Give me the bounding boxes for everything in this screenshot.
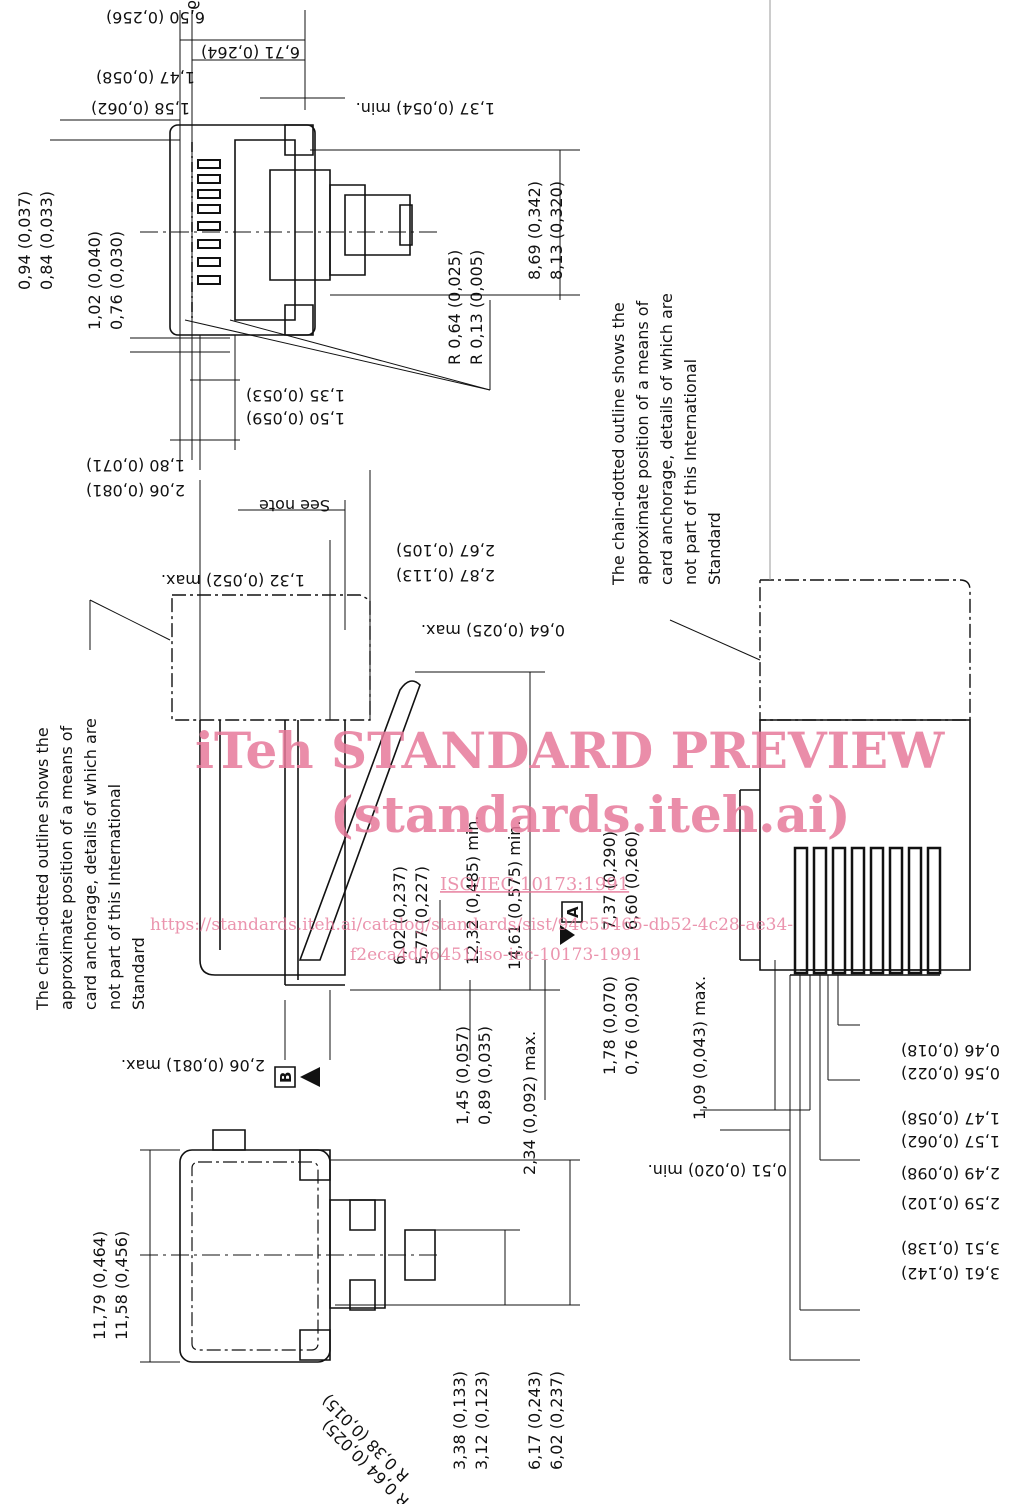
svg-text:Standard: Standard	[705, 512, 724, 585]
dim-157: 1,57 (0,062)	[901, 1132, 1000, 1151]
dim-076b: 0,76 (0,030)	[622, 976, 641, 1075]
dim-602b: 6,02 (0,237)	[547, 1371, 566, 1470]
dim-361: 3,61 (0,142)	[901, 1264, 1000, 1283]
dim-267: 2,67 (0,105)	[396, 541, 495, 560]
dim-084: 0,84 (0,033)	[37, 191, 56, 290]
dim-145: 1,45 (0,057)	[453, 1026, 472, 1125]
dim-056: 0,56 (0,022)	[901, 1064, 1000, 1083]
dim-869: 8,69 (0,342)	[525, 181, 544, 280]
dim-813: 8,13 (0,320)	[547, 181, 566, 280]
dim-602: 6,02 (0,237)	[390, 866, 409, 965]
dim-094: 0,94 (0,037)	[15, 191, 34, 290]
dim-577: 5,77 (0,227)	[412, 866, 431, 965]
watermark: iTeh STANDARD PREVIEW (standards.iteh.ai…	[150, 721, 945, 965]
svg-text:iTeh STANDARD PREVIEW: iTeh STANDARD PREVIEW	[195, 721, 945, 780]
svg-text:f2eca4d06451/iso-iec-10173-199: f2eca4d06451/iso-iec-10173-1991	[350, 945, 642, 965]
dim-064max: 0,64 (0,025) max.	[421, 621, 565, 640]
dim-249: 2,49 (0,098)	[901, 1164, 1000, 1183]
svg-text:Standard: Standard	[129, 937, 148, 1010]
svg-text:B: B	[277, 1072, 295, 1083]
dim-650-upside: 6,50 (0,256)	[106, 8, 205, 27]
dim-137: 1,37 (0,054) min.	[356, 99, 495, 118]
dim-287: 2,87 (0,113)	[396, 566, 495, 585]
dim-051: 0,51 (0,020) min.	[648, 1161, 787, 1180]
dim-1179: 11,79 (0,464)	[90, 1231, 109, 1340]
dim-109: 1,09 (0,043) max.	[690, 976, 709, 1120]
dim-351: 3,51 (0,138)	[901, 1239, 1000, 1258]
datum-b-marker: B	[275, 1067, 320, 1087]
svg-text:card anchorage, details of whi: card anchorage, details of which are	[81, 718, 100, 1010]
svg-text:card anchorage, details of whi: card anchorage, details of which are	[657, 293, 676, 585]
svg-text:A: A	[564, 906, 582, 918]
dim-671: 6,71 (0,264)	[201, 43, 300, 62]
dim-206max: 2,06 (0,081) max.	[121, 1056, 265, 1075]
svg-text:not part of this International: not part of this International	[105, 784, 124, 1010]
dim-147: 1,47 (0,058)	[901, 1109, 1000, 1128]
dim-158: 1,58 (0,062)	[91, 99, 190, 118]
svg-text:not part of this International: not part of this International	[681, 359, 700, 585]
svg-text:approximate position of a mean: approximate position of a means of	[633, 300, 652, 585]
dim-617: 6,17 (0,243)	[525, 1371, 544, 1470]
svg-text:See note: See note	[259, 496, 330, 515]
end-view	[140, 1130, 580, 1362]
see-note-label: See note	[238, 496, 345, 515]
anchorage-note-left: The chain-dotted outline shows the appro…	[33, 718, 148, 1011]
top-view	[50, 10, 580, 470]
dim-312: 3,12 (0,123)	[472, 1371, 491, 1470]
dim-135: 1,35 (0,053)	[246, 386, 345, 405]
card-edge-view	[670, 0, 970, 1360]
dim-737: 7,37 (0,290)	[600, 831, 619, 930]
dim-132: 1,32 (0,052) max.	[161, 571, 305, 590]
dim-1232: 12,32 (0,485) min.	[463, 815, 482, 965]
dim-660: 6,60 (0,260)	[622, 831, 641, 930]
dim-150: 1,50 (0,059)	[246, 409, 345, 428]
dim-650: 6,50 (0,256)	[184, 0, 203, 10]
dim-r064: R 0,64 (0,025)	[445, 250, 464, 365]
dim-234: 2,34 (0,092) max.	[520, 1031, 539, 1175]
dim-076: 0,76 (0,030)	[107, 231, 126, 330]
side-view	[90, 470, 560, 1100]
svg-text:approximate position of a mean: approximate position of a means of	[57, 725, 76, 1010]
dim-102: 1,02 (0,040)	[85, 231, 104, 330]
dim-206: 2,06 (0,081)	[86, 481, 185, 500]
dim-178: 1,78 (0,070)	[600, 976, 619, 1075]
dim-1158: 11,58 (0,456)	[112, 1231, 131, 1340]
svg-text:https://standards.iteh.ai/cata: https://standards.iteh.ai/catalog/standa…	[150, 915, 793, 935]
svg-text:(standards.iteh.ai): (standards.iteh.ai)	[330, 785, 851, 844]
datum-a-marker: A	[560, 902, 582, 945]
dim-046: 0,46 (0,018)	[901, 1041, 1000, 1060]
svg-text:ISO/IEC 10173:1991: ISO/IEC 10173:1991	[440, 874, 629, 895]
svg-text:The chain-dotted outline shows: The chain-dotted outline shows the	[33, 727, 52, 1011]
svg-text:The chain-dotted outline shows: The chain-dotted outline shows the	[609, 302, 628, 586]
dim-147-top: 1,47 (0,058)	[96, 68, 195, 87]
dim-259: 2,59 (0,102)	[901, 1194, 1000, 1213]
dim-180: 1,80 (0,071)	[86, 456, 185, 475]
dim-1461: 14,61 (0,575) min.	[505, 820, 524, 970]
dim-r013: R 0,13 (0,005)	[467, 250, 486, 365]
dim-089: 0,89 (0,035)	[475, 1026, 494, 1125]
dim-338: 3,38 (0,133)	[450, 1371, 469, 1470]
anchorage-note-right: The chain-dotted outline shows the appro…	[609, 293, 724, 586]
